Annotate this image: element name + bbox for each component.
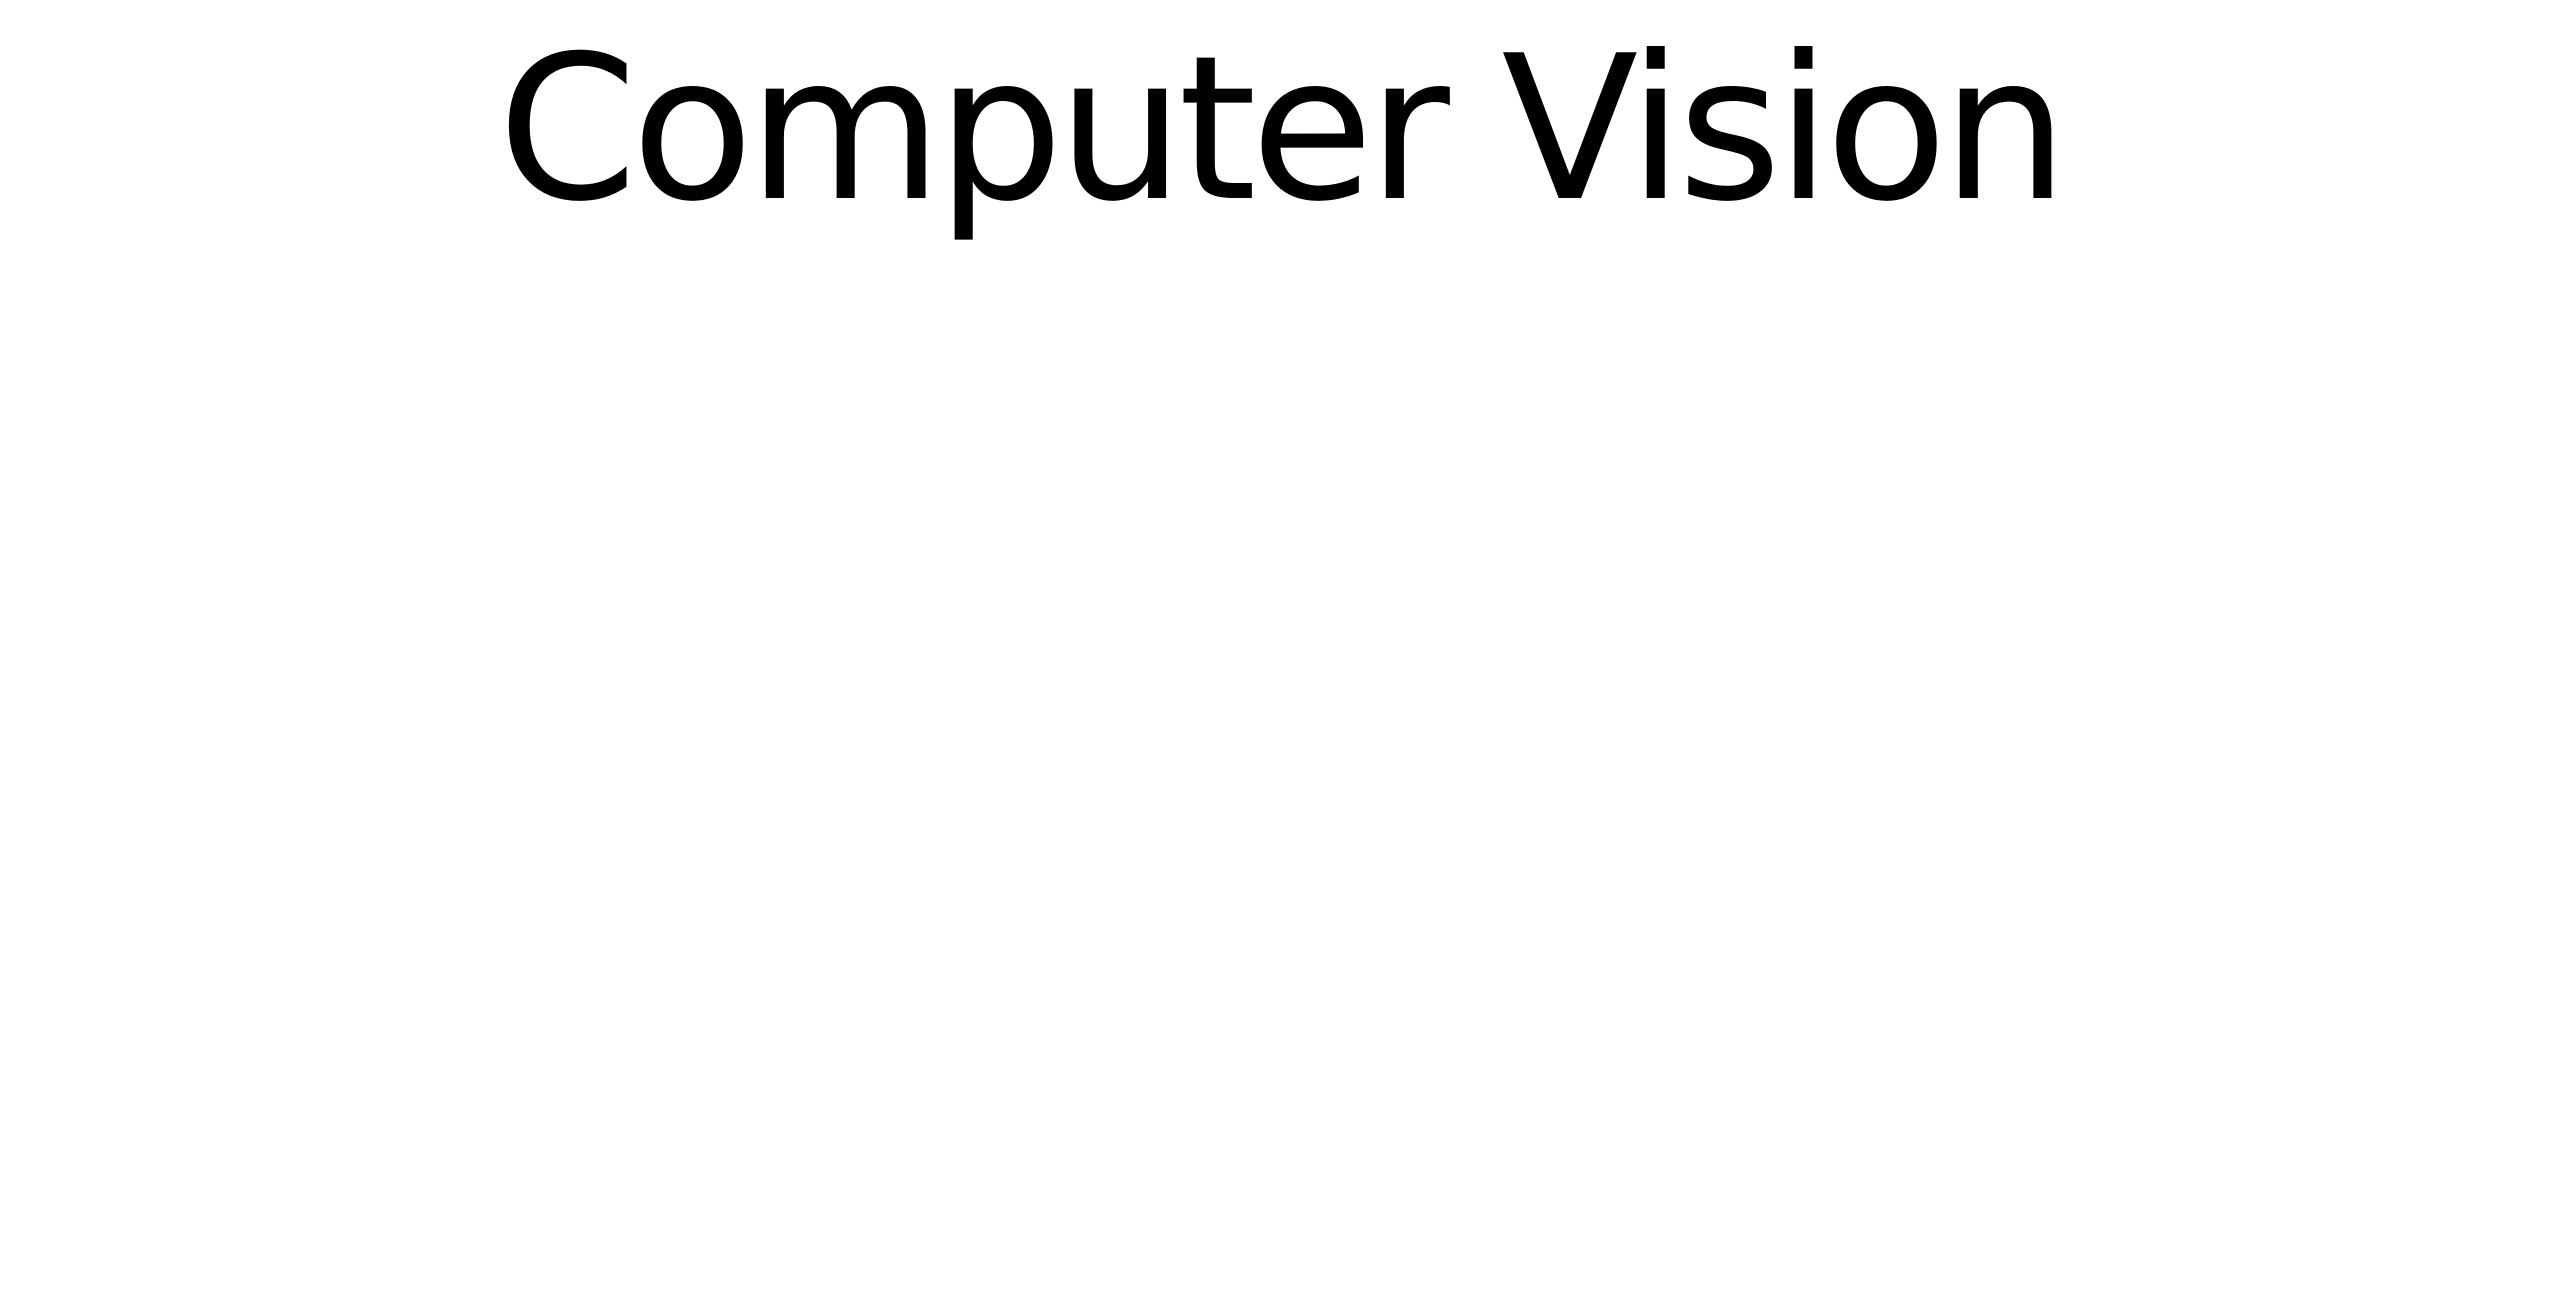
slide-title: Computer Vision (497, 13, 2069, 246)
slide-body (0, 300, 2560, 1305)
